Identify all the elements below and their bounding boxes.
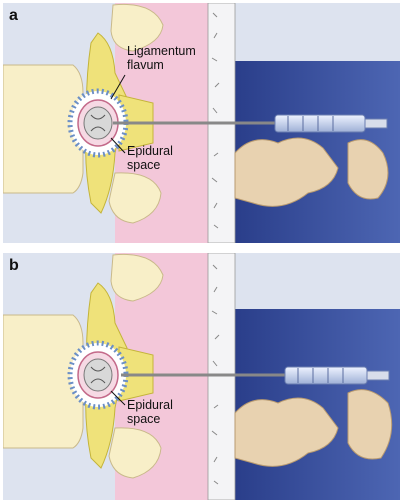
spinal-cord	[83, 106, 113, 140]
panel-letter-a: a	[9, 7, 18, 24]
spinous-process-lower	[108, 427, 162, 479]
label-epidural: Epidural	[127, 398, 173, 412]
vertebral-body	[3, 64, 84, 194]
vertebral-body	[3, 314, 84, 449]
label-space: space	[127, 412, 161, 426]
epidural-illustration-b	[3, 253, 400, 500]
hand	[234, 397, 339, 467]
label-flavum: flavum	[127, 58, 164, 72]
hand	[234, 137, 339, 207]
spinous-process-upper	[110, 3, 164, 52]
spinous-process-upper	[110, 253, 164, 302]
panel-letter-b: b	[9, 257, 19, 274]
spinous-process-lower	[108, 172, 162, 224]
label-epidural: Epidural	[127, 144, 173, 158]
spinal-cord	[83, 358, 113, 392]
label-space: space	[127, 158, 161, 172]
syringe	[284, 366, 368, 385]
panel-a: a Ligamentum flavum Epidural space	[3, 3, 400, 243]
panel-b: b Epidural space	[3, 253, 400, 500]
label-ligamentum: Ligamentum	[127, 44, 196, 58]
epidural-illustration-a	[3, 3, 400, 243]
